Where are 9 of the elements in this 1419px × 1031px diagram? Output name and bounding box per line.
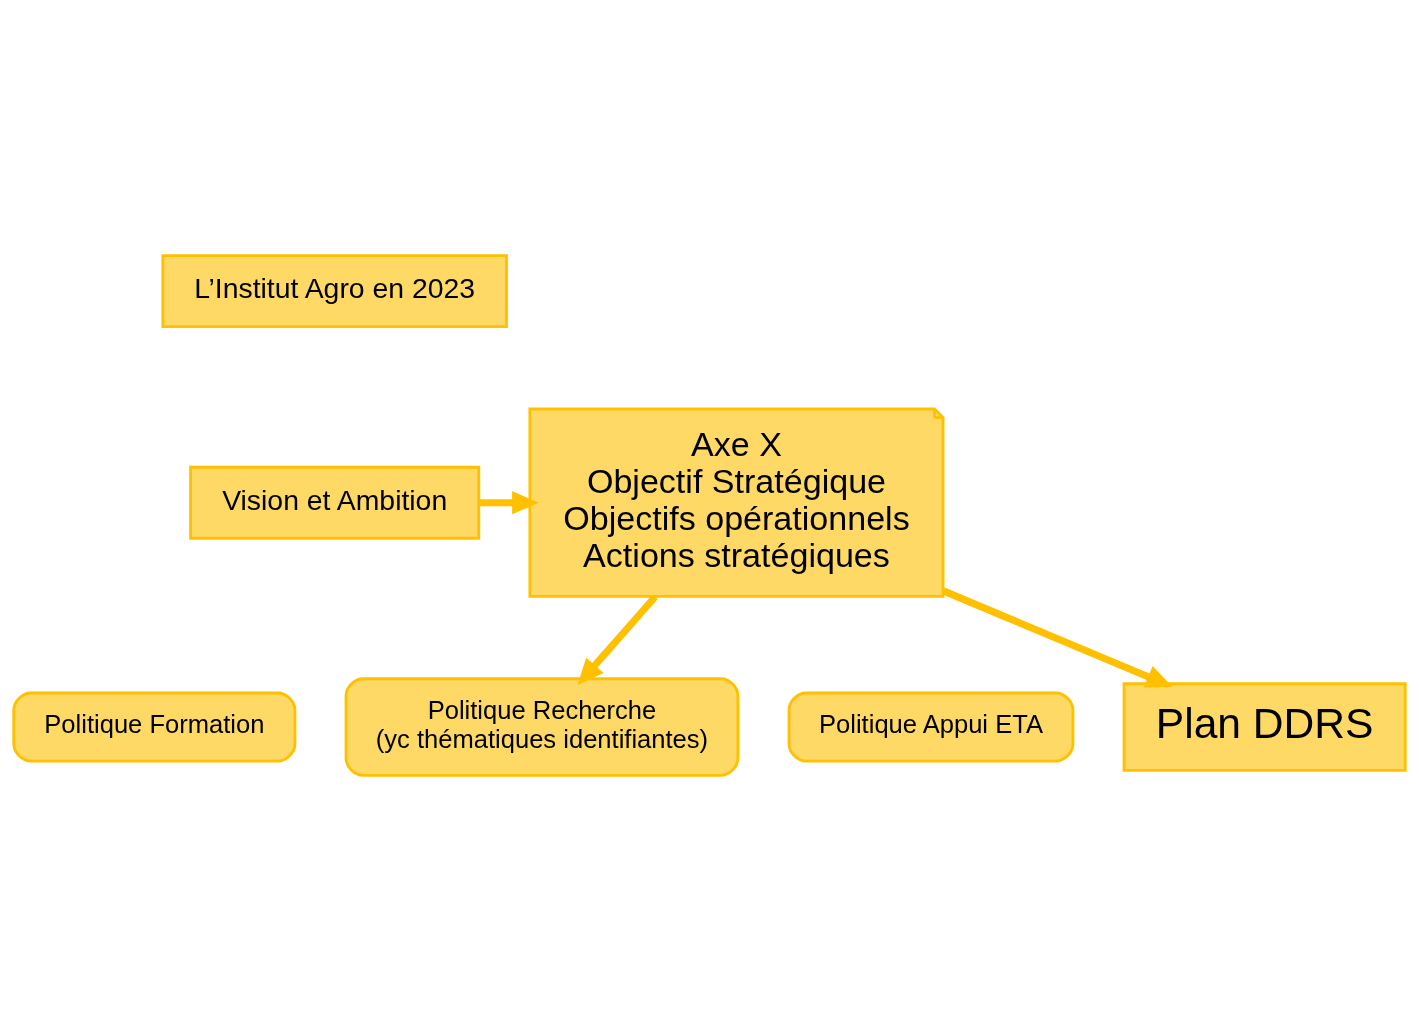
node-box: Politique Recherche (yc thématiques identifiantes) (344, 677, 740, 777)
node-box: Vision et Ambition (189, 465, 481, 540)
node-box: Plan DDRS (1122, 682, 1407, 772)
arrow (479, 491, 539, 515)
node-box: Politique Appui ETA (787, 691, 1075, 763)
arrow (941, 587, 1173, 688)
node-box: Politique Formation (12, 691, 297, 763)
arrow (577, 594, 658, 686)
node-box: L’Institut Agro en 2023 (161, 254, 508, 329)
